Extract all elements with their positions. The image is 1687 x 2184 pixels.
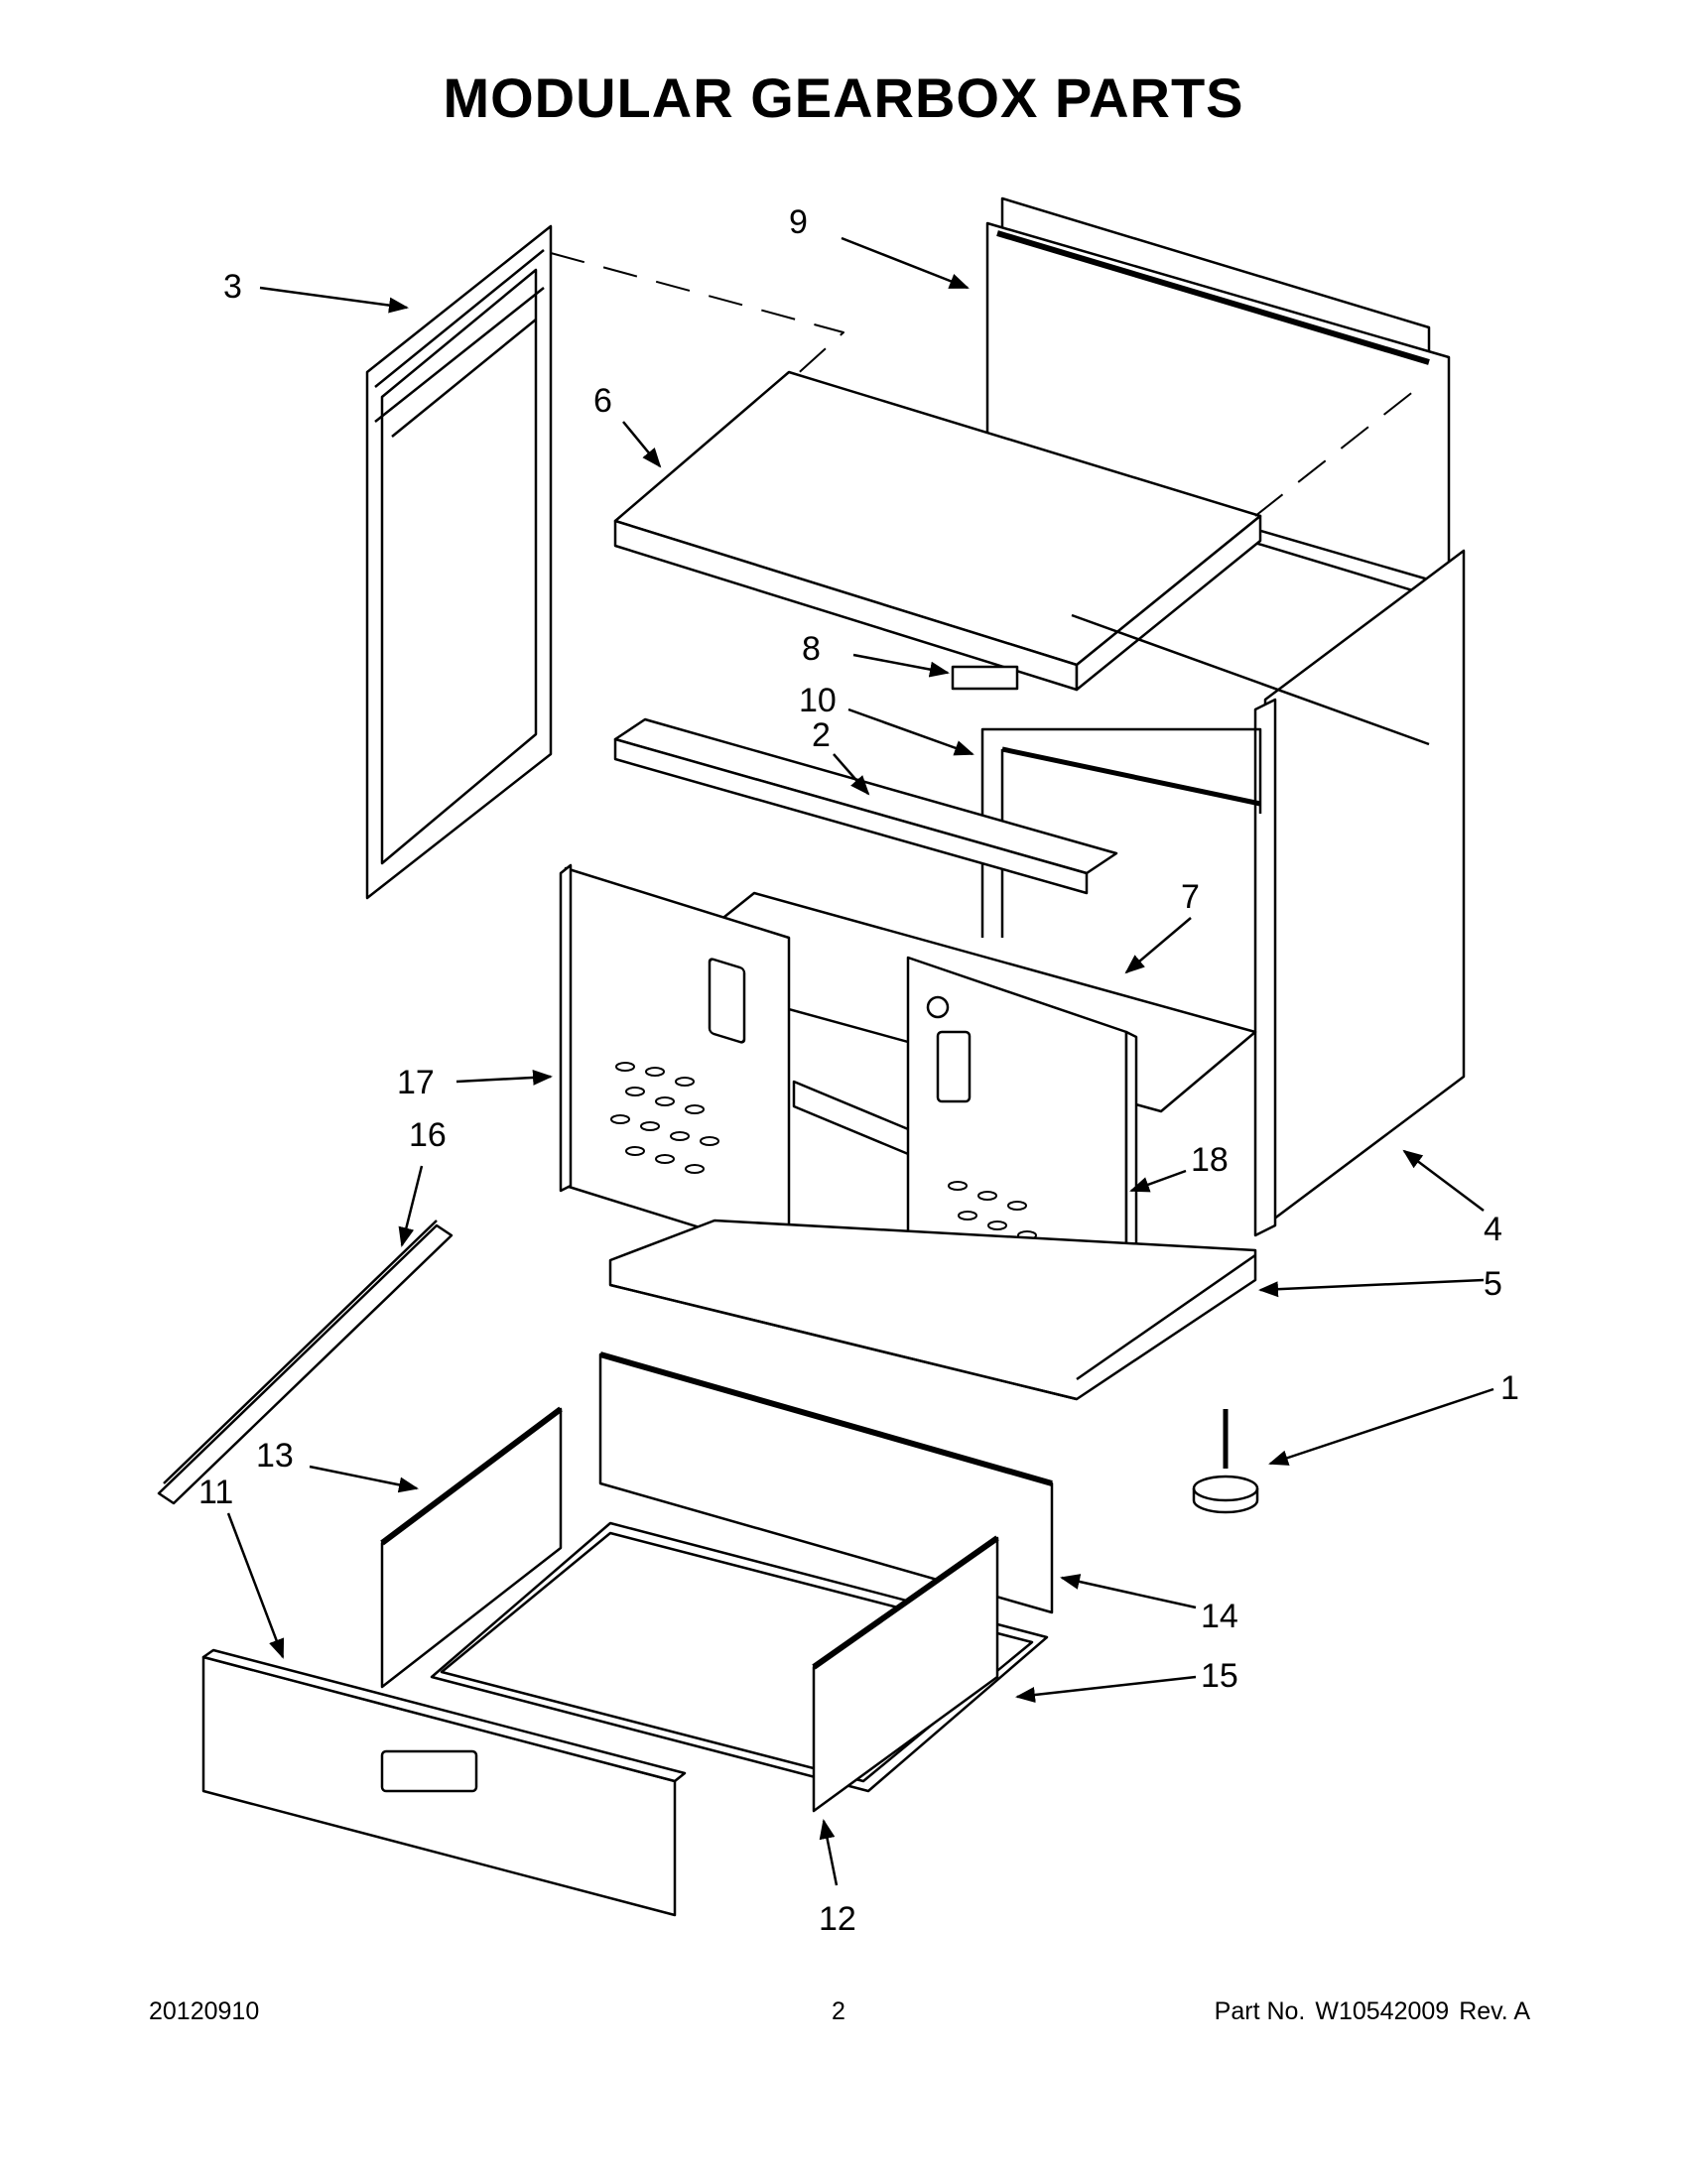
leader-13 <box>309 1465 419 1493</box>
leader-17 <box>455 1069 553 1086</box>
footer-date: 20120910 <box>149 1997 260 2025</box>
callout-3: 3 <box>223 268 242 306</box>
footer-revision: Rev. A <box>1459 1997 1530 2025</box>
callout-16: 16 <box>409 1116 447 1154</box>
part-1-leveling-foot <box>1192 1409 1259 1514</box>
leader-10 <box>847 707 974 756</box>
part-16-drawer-slide <box>157 1220 454 1505</box>
callout-13: 13 <box>256 1437 294 1475</box>
callout-1: 1 <box>1500 1369 1519 1407</box>
callout-5: 5 <box>1484 1265 1502 1303</box>
footer-part-info: Part No. W10542009 Rev. A <box>1205 1997 1530 2026</box>
leader-8 <box>852 653 950 678</box>
page-title: MODULAR GEARBOX PARTS <box>443 66 1244 129</box>
callout-4: 4 <box>1484 1211 1502 1248</box>
part-6-top-shelf <box>613 370 1262 692</box>
part-3-left-side-panel <box>365 224 553 900</box>
leader-15 <box>1015 1675 1197 1703</box>
part-2-cross-brace <box>613 717 1118 895</box>
part-13-drawer-side-left <box>380 1406 563 1689</box>
leader-12 <box>819 1819 839 1886</box>
part-12-drawer-side-right <box>812 1535 999 1813</box>
leader-11 <box>226 1512 285 1659</box>
callout-7: 7 <box>1181 878 1200 916</box>
callout-15: 15 <box>1201 1657 1238 1695</box>
footer-part-number: W10542009 <box>1315 1997 1450 2025</box>
leader-2 <box>833 753 870 796</box>
leader-18 <box>1129 1169 1187 1193</box>
callout-12: 12 <box>819 1900 856 1938</box>
footer-page-number: 2 <box>832 1997 845 2025</box>
footer-part-label: Part No. <box>1214 1997 1306 2025</box>
callout-10: 10 <box>799 682 837 719</box>
leader-6 <box>622 421 662 468</box>
part-11-drawer-front <box>201 1648 687 1917</box>
part-14-drawer-back <box>598 1351 1054 1614</box>
leader-7 <box>1124 917 1192 974</box>
callout-6: 6 <box>593 382 612 420</box>
part-17-left-door <box>559 863 791 1257</box>
leader-4 <box>1402 1149 1485 1212</box>
callout-14: 14 <box>1201 1598 1238 1635</box>
leader-9 <box>841 236 970 290</box>
part-5-bottom-base <box>608 1219 1257 1401</box>
leader-5 <box>1258 1278 1485 1298</box>
callout-9: 9 <box>789 203 808 241</box>
leader-3 <box>259 286 409 314</box>
callout-18: 18 <box>1191 1141 1229 1179</box>
callout-11: 11 <box>198 1474 233 1511</box>
callout-17: 17 <box>397 1064 435 1101</box>
leader-1 <box>1268 1387 1494 1466</box>
callout-2: 2 <box>812 716 831 754</box>
leader-16 <box>398 1165 424 1247</box>
callout-8: 8 <box>802 630 821 668</box>
leader-14 <box>1060 1574 1197 1609</box>
part-4-right-side-panel <box>1071 549 1466 1237</box>
part-8-badge <box>951 665 1019 691</box>
